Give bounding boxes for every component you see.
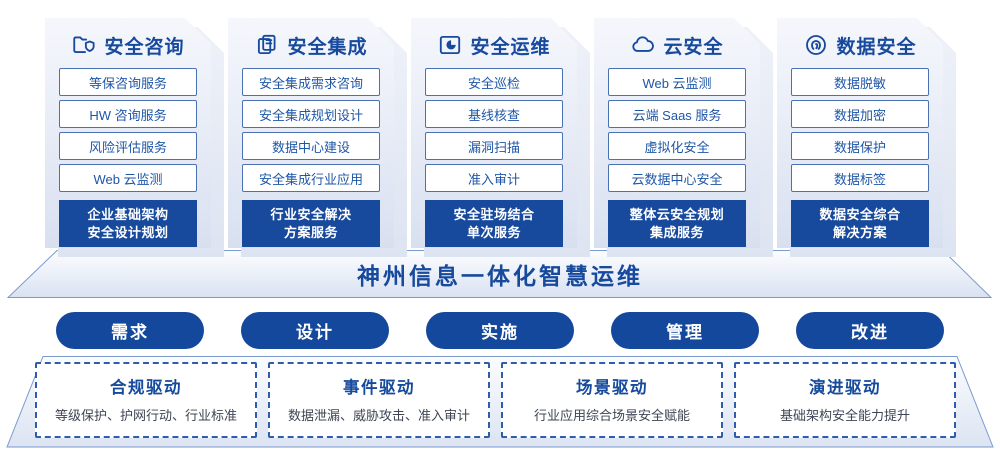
driver-box-scenario: 场景驱动 行业应用综合场景安全赋能	[501, 362, 723, 438]
pill-management: 管理	[611, 312, 759, 349]
monitor-pie-icon	[437, 32, 463, 58]
card-footer: 数据安全综合 解决方案	[791, 200, 929, 247]
driver-title: 事件驱动	[343, 379, 415, 397]
service-item: 云数据中心安全	[608, 164, 746, 192]
fingerprint-icon	[803, 32, 829, 58]
driver-desc: 基础架构安全能力提升	[779, 408, 910, 423]
driver-desc: 数据泄漏、威胁攻击、准入审计	[287, 408, 470, 423]
folder-shield-icon	[71, 32, 97, 58]
service-item: 等保咨询服务	[59, 68, 197, 96]
service-item: 安全集成行业应用	[242, 164, 380, 192]
service-item: 数据中心建设	[242, 132, 380, 160]
service-item: 风险评估服务	[59, 132, 197, 160]
driver-boxes: 合规驱动 等级保护、护网行动、行业标准 事件驱动 数据泄漏、威胁攻击、准入审计 …	[35, 362, 956, 438]
pill-design: 设计	[241, 312, 389, 349]
service-item: 安全集成需求咨询	[242, 68, 380, 96]
driver-title: 场景驱动	[576, 379, 648, 397]
driver-desc: 等级保护、护网行动、行业标准	[54, 408, 237, 423]
card-title: 安全咨询	[104, 36, 185, 58]
service-columns: 安全咨询 等保咨询服务 HW 咨询服务 风险评估服务 Web 云监测 企业基础架…	[45, 18, 943, 248]
pill-implementation: 实施	[426, 312, 574, 349]
service-card-security-operations: 安全运维 安全巡检 基线核查 漏洞扫描 准入审计 安全驻场结合 单次服务	[411, 18, 577, 248]
service-item: 云端 Saas 服务	[608, 100, 746, 128]
card-title: 安全运维	[470, 36, 551, 58]
service-item: 数据保护	[791, 132, 929, 160]
driver-box-evolution: 演进驱动 基础架构安全能力提升	[734, 362, 956, 438]
documents-icon	[254, 32, 280, 58]
service-card-data-security: 数据安全 数据脱敏 数据加密 数据保护 数据标签 数据安全综合 解决方案	[777, 18, 943, 248]
banner-title: 神州信息一体化智慧运维	[357, 263, 643, 289]
service-item: 数据标签	[791, 164, 929, 192]
service-item: Web 云监测	[608, 68, 746, 96]
service-card-security-integration: 安全集成 安全集成需求咨询 安全集成规划设计 数据中心建设 安全集成行业应用 行…	[228, 18, 394, 248]
service-item: Web 云监测	[59, 164, 197, 192]
service-item: 安全巡检	[425, 68, 563, 96]
card-footer: 整体云安全规划 集成服务	[608, 200, 746, 247]
service-item: 基线核查	[425, 100, 563, 128]
banner-platform: 神州信息一体化智慧运维	[0, 250, 1000, 298]
card-footer: 行业安全解决 方案服务	[242, 200, 380, 247]
service-item: 安全集成规划设计	[242, 100, 380, 128]
card-title: 安全集成	[287, 36, 368, 58]
card-footer: 企业基础架构 安全设计规划	[59, 200, 197, 247]
driver-desc: 行业应用综合场景安全赋能	[533, 408, 690, 423]
service-card-cloud-security: 云安全 Web 云监测 云端 Saas 服务 虚拟化安全 云数据中心安全 整体云…	[594, 18, 760, 248]
service-item: 数据脱敏	[791, 68, 929, 96]
pill-improvement: 改进	[796, 312, 944, 349]
cloud-icon	[630, 32, 656, 58]
service-item: 虚拟化安全	[608, 132, 746, 160]
process-pills: 需求 设计 实施 管理 改进	[56, 312, 944, 349]
service-item: HW 咨询服务	[59, 100, 197, 128]
service-item: 数据加密	[791, 100, 929, 128]
pill-requirement: 需求	[56, 312, 204, 349]
driver-title: 演进驱动	[809, 379, 881, 397]
driver-box-compliance: 合规驱动 等级保护、护网行动、行业标准	[35, 362, 257, 438]
card-footer: 安全驻场结合 单次服务	[425, 200, 563, 247]
service-card-security-consulting: 安全咨询 等保咨询服务 HW 咨询服务 风险评估服务 Web 云监测 企业基础架…	[45, 18, 211, 248]
driver-title: 合规驱动	[110, 379, 182, 397]
card-title: 云安全	[663, 36, 724, 58]
driver-box-incident: 事件驱动 数据泄漏、威胁攻击、准入审计	[268, 362, 490, 438]
service-item: 准入审计	[425, 164, 563, 192]
service-item: 漏洞扫描	[425, 132, 563, 160]
card-title: 数据安全	[836, 36, 917, 58]
